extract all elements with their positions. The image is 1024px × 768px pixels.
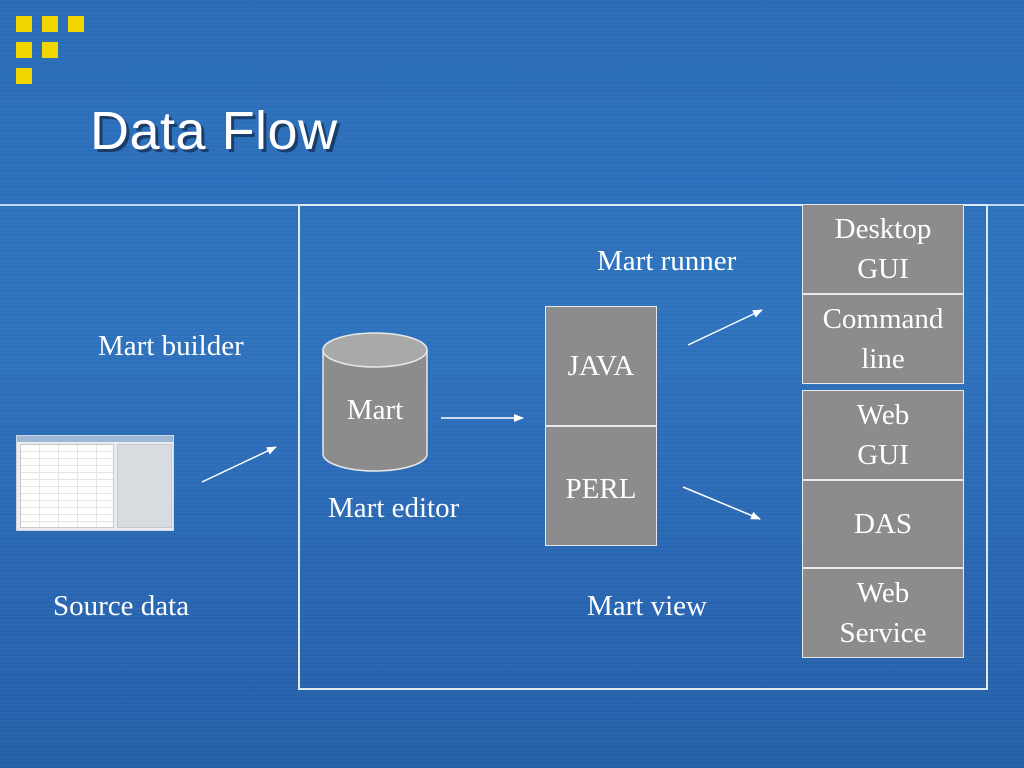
mart-builder-label: Mart builder [98,330,244,362]
command-line-box: Command line [802,294,964,384]
mart-editor-label: Mart editor [328,492,460,524]
mart-frame [298,204,988,690]
web-gui-box: Web GUI [802,390,964,480]
mart-runner-label: Mart runner [597,245,737,277]
web-gui-line1: Web [856,399,910,431]
spreadsheet-thumbnail-icon [16,435,174,531]
arrow-to-web-outputs [682,486,761,520]
arrow-to-desktop-outputs [687,309,763,346]
command-line-line1: Command [822,303,944,335]
das-box: DAS [802,480,964,568]
desktop-gui-line1: Desktop [834,213,932,245]
command-line-line2: line [861,343,905,375]
slide-title: Data Flow [90,101,338,161]
java-label: JAVA [567,350,635,382]
perl-box: PERL [545,426,657,546]
web-gui-line2: GUI [857,439,909,471]
source-data-label: Source data [53,590,190,622]
web-service-line2: Service [839,617,927,649]
web-service-line1: Web [856,577,910,609]
mart-view-label: Mart view [587,590,707,622]
web-service-box: Web Service [802,568,964,658]
desktop-gui-box: Desktop GUI [802,204,964,294]
desktop-gui-line2: GUI [857,253,909,285]
arrow-source-to-mart [201,446,277,483]
cylinder-database-icon [322,332,428,472]
das-label: DAS [853,508,912,540]
java-box: JAVA [545,306,657,426]
database-label: Mart [346,394,404,426]
perl-label: PERL [565,473,637,505]
yellow-squares-logo-icon [16,16,88,88]
